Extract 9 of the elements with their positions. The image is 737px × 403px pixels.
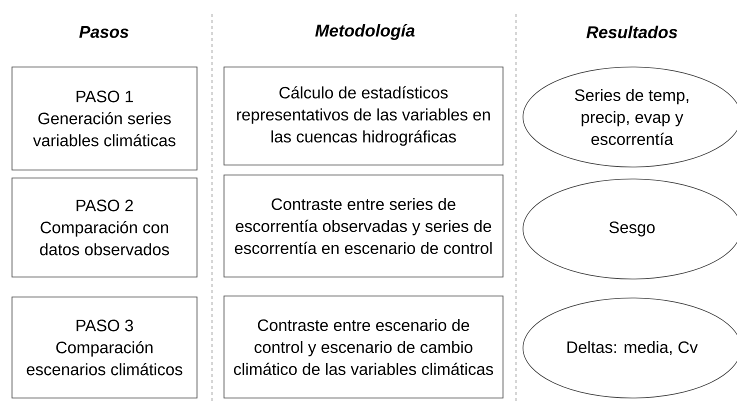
step-box: PASO 2 Comparación con datos observados [12,178,198,278]
step-box: PASO 1 Generación series variables climáticas [12,66,198,170]
method-box: Cálculo de estadísticos representativos de las variables en las cuencas hidrográficas [224,66,504,166]
method-box: Contraste entre escenario de control y escenario de cambio climático de las variables climáticas [224,296,504,398]
column-header: Metodología [315,24,415,40]
method-box: Contraste entre series de escorrentía observadas y series de escorrentía en escenario de control [224,174,504,278]
column-header: Pasos [79,26,128,38]
column-header: Resultados [586,26,678,38]
step-box: PASO 3 Comparación escenarios climáticos [12,296,198,398]
